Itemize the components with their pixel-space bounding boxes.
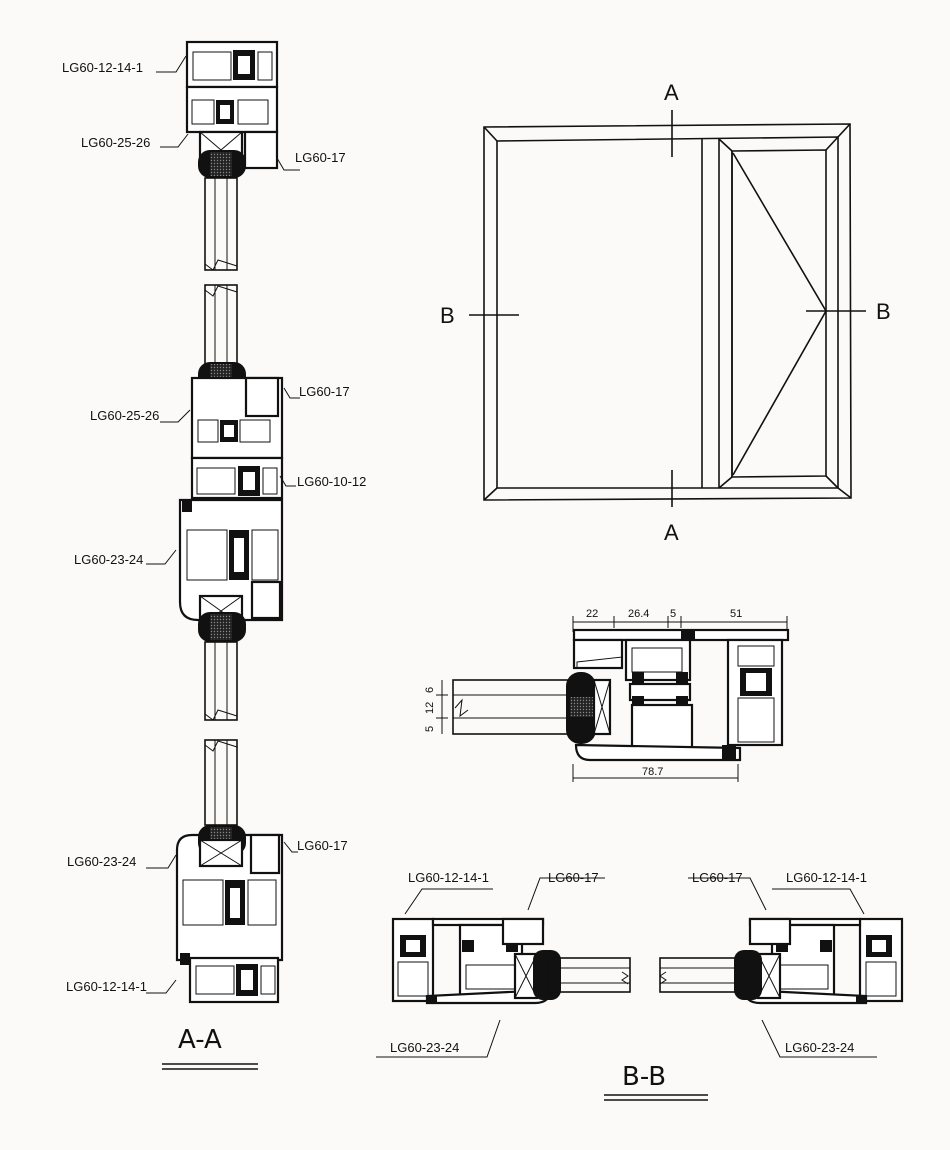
- section-mark-a-bottom: A: [664, 520, 679, 545]
- section-mark-b-right: B: [876, 299, 891, 324]
- aa-label-top-frame: LG60-12-14-1: [62, 60, 143, 75]
- aa-label-mullion: LG60-10-12: [297, 474, 366, 489]
- section-bb-left: [391, 917, 631, 1005]
- bb-left-label-sash: LG60-23-24: [390, 1040, 459, 1055]
- aa-label-bottom-base: LG60-12-14-1: [66, 979, 147, 994]
- aa-label-mid-sash: LG60-25-26: [90, 408, 159, 423]
- section-aa-leaders: [146, 55, 300, 994]
- window-elevation: [469, 110, 866, 507]
- dim-51: 51: [730, 608, 742, 620]
- dim-glass-6: 6: [424, 687, 436, 693]
- section-bb-title: B-B: [622, 1062, 666, 1092]
- aa-label-bottom-frame: LG60-23-24: [67, 854, 136, 869]
- section-bb-right: [659, 917, 904, 1005]
- aa-label-top-bead: LG60-17: [295, 150, 346, 165]
- aa-label-mid-bead: LG60-17: [299, 384, 350, 399]
- bb-left-label-bead: LG60-17: [548, 870, 599, 885]
- section-mark-a-top: A: [664, 80, 679, 105]
- aa-label-mid-frame: LG60-23-24: [74, 552, 143, 567]
- bb-right-label-frame: LG60-12-14-1: [786, 870, 867, 885]
- dim-22: 22: [586, 608, 598, 620]
- section-aa-drawing: [175, 40, 284, 1004]
- aa-label-bottom-bead: LG60-17: [297, 838, 348, 853]
- aa-label-top-sash: LG60-25-26: [81, 135, 150, 150]
- bb-left-label-frame: LG60-12-14-1: [408, 870, 489, 885]
- section-mark-b-left: B: [440, 303, 455, 328]
- dim-78-7: 78.7: [642, 766, 663, 778]
- dim-glass-5: 5: [424, 726, 436, 732]
- dim-glass-12: 12: [424, 702, 436, 714]
- bb-right-label-sash: LG60-23-24: [785, 1040, 854, 1055]
- dim-26-4: 26.4: [628, 608, 649, 620]
- dim-5: 5: [670, 608, 676, 620]
- section-bb-leaders: [376, 877, 877, 1058]
- section-aa-title: A-A: [178, 1025, 222, 1055]
- bb-right-label-bead: LG60-17: [692, 870, 743, 885]
- dimensioned-detail: [436, 616, 790, 782]
